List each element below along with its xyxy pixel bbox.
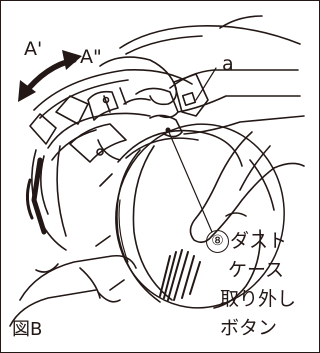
arrow-label-a-double-prime: A" xyxy=(80,46,102,68)
dust-case-housing xyxy=(29,68,193,163)
button-label-line-3: 取り外し xyxy=(220,288,297,310)
leader-lines xyxy=(167,129,213,233)
arrow-label-a-prime: A' xyxy=(24,38,43,60)
figure-caption: 図B xyxy=(12,319,43,340)
rotation-arrow-icon xyxy=(18,50,82,102)
part-a-tab xyxy=(165,67,217,133)
upper-hand xyxy=(99,15,305,138)
button-label-line-2: ケース xyxy=(228,259,285,281)
lower-hand xyxy=(189,131,305,244)
button-label-line-4: ボタン xyxy=(220,317,278,339)
machine-body xyxy=(9,145,137,327)
part-label-a: a xyxy=(222,53,234,75)
button-label-text-1: ダスト xyxy=(230,230,288,252)
dust-case-cylinder xyxy=(95,123,285,309)
button-number-badge: ⑧ xyxy=(206,230,229,253)
